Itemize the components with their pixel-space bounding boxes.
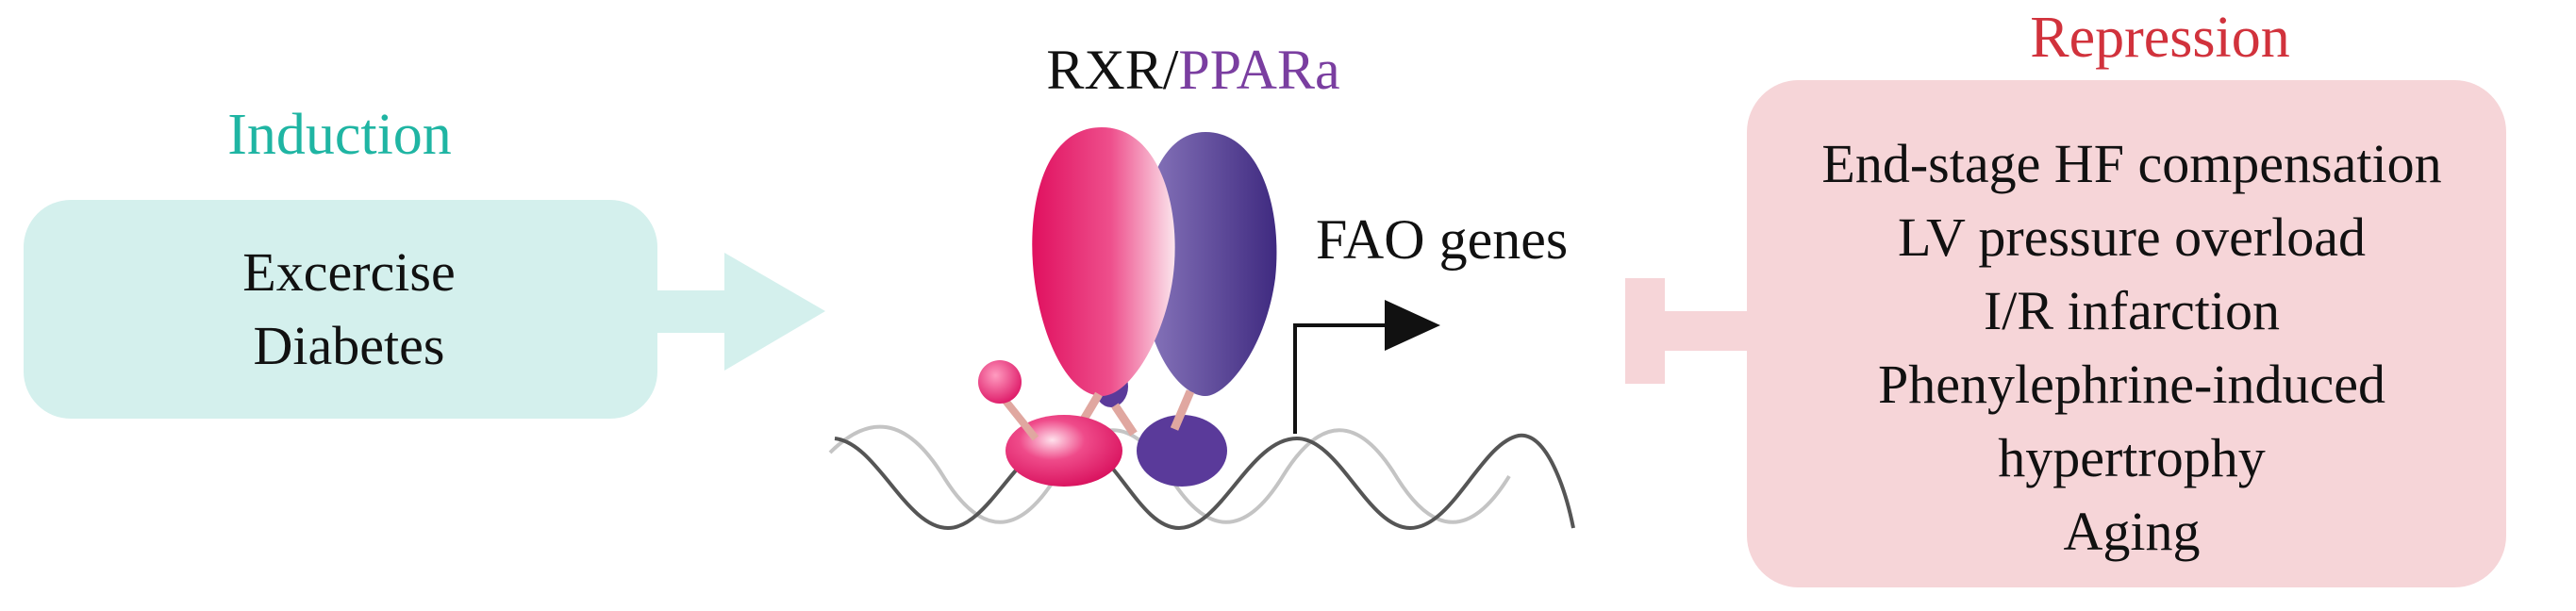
repression-item: LV pressure overload: [1897, 206, 2367, 268]
repression-item: Aging: [2063, 501, 2201, 562]
induction-list: Excercise Diabetes: [28, 236, 670, 383]
induction-item: Excercise: [242, 241, 456, 303]
transcription-arrowhead: [1385, 300, 1440, 351]
ligand-ball: [978, 360, 1022, 404]
ppar-ligand-binding-domain: [1140, 132, 1277, 396]
rxr-ligand-binding-domain: [1032, 127, 1175, 396]
repression-title: Repression: [2030, 6, 2290, 70]
dna-strand-dark: [834, 433, 1575, 531]
induction-title: Induction: [227, 103, 452, 167]
rxr-label: RXR/: [1046, 39, 1179, 101]
induction-arrow: [657, 253, 825, 371]
repression-item: hypertrophy: [1998, 427, 2266, 488]
ligand-stalk: [998, 393, 1039, 441]
repression-inhibitor-stem: [1663, 311, 1750, 351]
induction-box: [24, 200, 657, 419]
repression-item: End-stage HF compensation: [1821, 133, 2442, 194]
ppar-hinge-right: [1170, 389, 1195, 431]
repression-inhibitor-bar: [1625, 278, 1665, 384]
repression-box: [1747, 80, 2506, 587]
repression-item: Phenylephrine-induced: [1878, 354, 2385, 415]
transcription-arrow: [1293, 323, 1396, 434]
repression-list: End-stage HF compensation LV pressure ov…: [1745, 127, 2518, 569]
induction-item: Diabetes: [253, 315, 445, 376]
complex-title: RXR/PPARa: [986, 38, 1401, 103]
repression-item: I/R infarction: [1983, 280, 2281, 341]
fao-genes-label: FAO genes: [1316, 208, 1569, 271]
ppar-label: PPARa: [1178, 39, 1340, 101]
ppar-dna-binding-domain: [1137, 415, 1227, 487]
ppar-hinge-left: [1111, 403, 1138, 437]
